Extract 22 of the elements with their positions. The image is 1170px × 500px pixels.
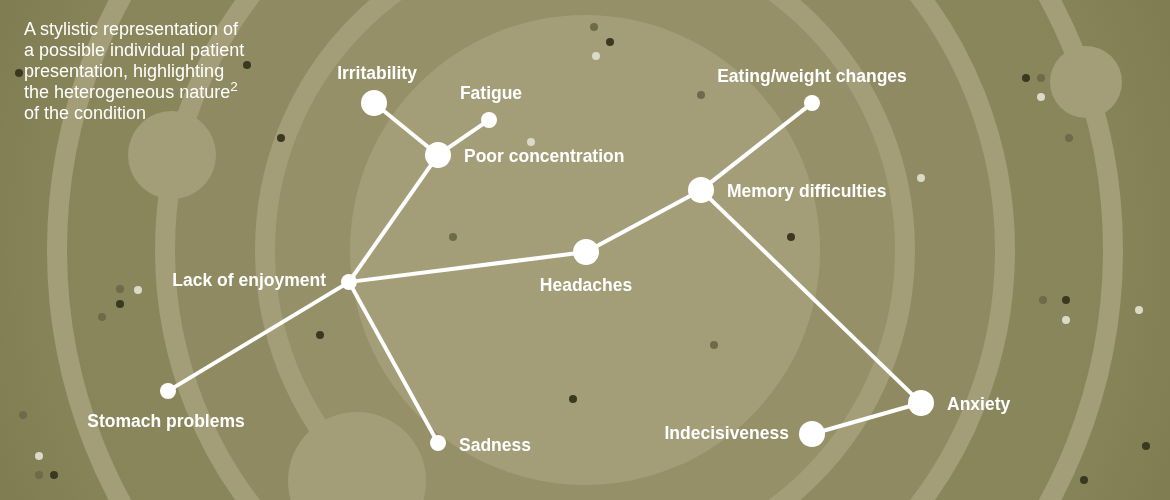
symptom-label: Lack of enjoyment [172, 270, 326, 290]
connector-line [595, 193, 692, 249]
connector-line [709, 105, 808, 185]
symptom-label: Sadness [459, 435, 531, 455]
symptom-label: Fatigue [459, 83, 523, 103]
connector-line [350, 287, 437, 438]
symptom-label: Eating/weight changes [717, 66, 907, 86]
symptom-label: Stomach problems [87, 411, 245, 431]
symptom-label: Irritability [337, 63, 417, 83]
note-text: A stylistic representation of a possible individual patient presentation, highlighting the heterogeneous nature$^{2}$ of the condition [24, 19, 246, 124]
symptom-label: Headaches [539, 275, 633, 295]
symptom-label: Indecisiveness [664, 423, 789, 443]
connector-line [351, 163, 433, 278]
connector-line [708, 196, 914, 397]
symptom-label: Poor concentration [464, 146, 625, 166]
connector-line [172, 283, 345, 390]
connector-line [355, 251, 575, 284]
symptom-label: Anxiety [947, 394, 1011, 414]
connector-line [446, 122, 485, 150]
connector-line [823, 404, 910, 433]
symptom-label: Memory difficulties [727, 181, 887, 201]
connector-line [382, 109, 430, 149]
